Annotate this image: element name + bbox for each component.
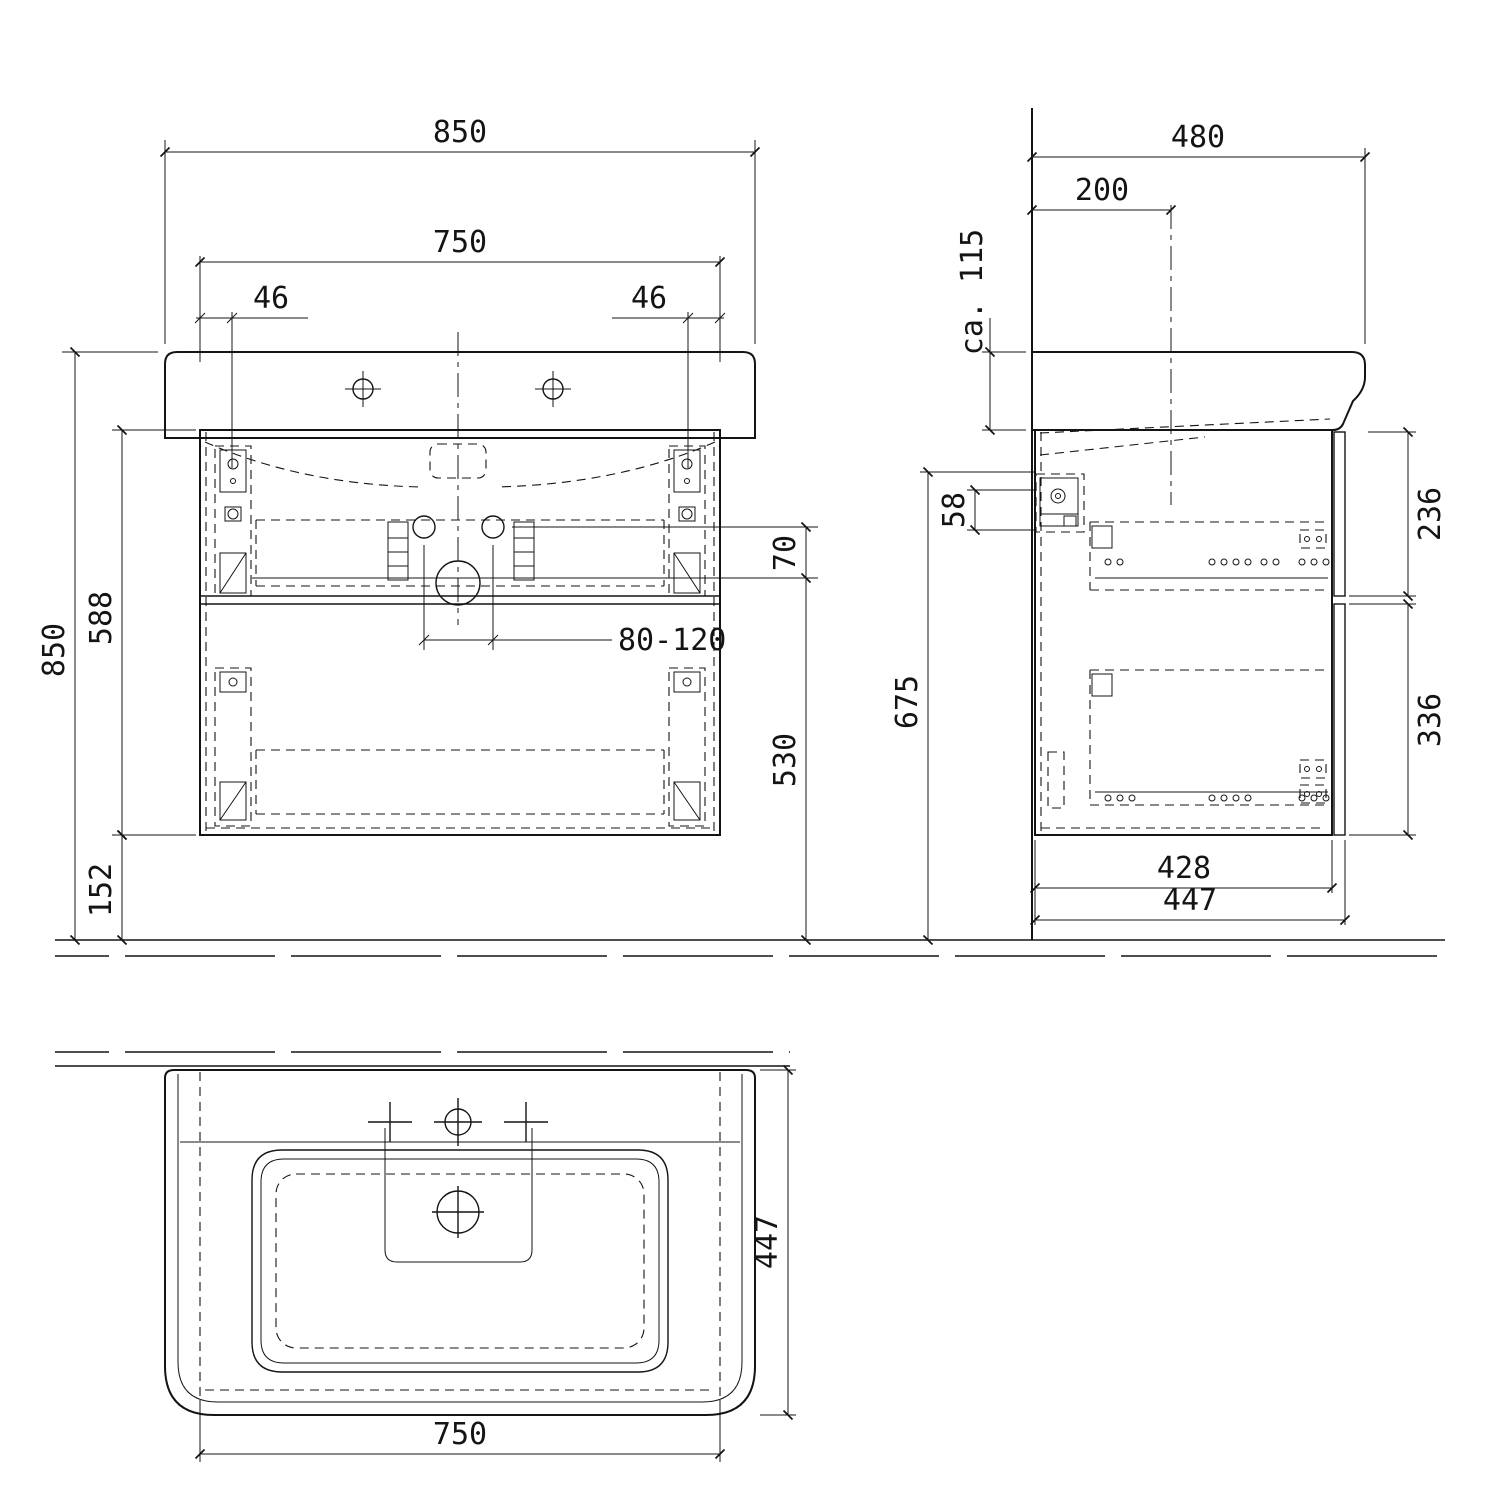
floor-wall-sections: [55, 939, 1445, 1067]
slide-holes-lower: [1104, 794, 1330, 802]
dimensions-side: 480 200 ca. 115 675 58 236 336 428 447: [890, 120, 1448, 946]
fixing-area: [384, 1128, 533, 1263]
dim-fixing-range: 80-120: [618, 623, 726, 658]
dim-drain-offset: 70: [768, 535, 803, 571]
bowl-outline: [251, 1149, 669, 1373]
dim-tap-distance: 200: [1075, 173, 1129, 208]
fixing-hole-right: [481, 515, 505, 539]
fixing-hole-left: [412, 515, 436, 539]
dim-top-width: 750: [433, 1417, 487, 1452]
dim-offset-left: 46: [253, 281, 289, 316]
dim-total-width: 850: [433, 115, 487, 150]
dim-body-depth: 428: [1157, 851, 1211, 886]
dim-top-depth: 447: [750, 1215, 785, 1269]
dimensions-front: 850 750 46 46 850 588 152 70 530: [37, 115, 818, 946]
dim-basin-width: 750: [433, 225, 487, 260]
mounting-brackets-front: [214, 445, 706, 827]
tap-hole-marks: [368, 1098, 548, 1146]
dim-bracket: 58: [937, 492, 972, 528]
cabinet-side: [1034, 429, 1346, 836]
tap-hole-right: [535, 371, 571, 407]
dim-underside-height: 675: [890, 675, 925, 729]
dim-lower-drawer: 336: [1413, 693, 1448, 747]
side-view: 480 200 ca. 115 675 58 236 336 428 447: [890, 108, 1448, 946]
dim-cabinet-depth: 447: [1163, 883, 1217, 918]
tap-hole-left: [345, 371, 381, 407]
dim-cabinet-height: 588: [84, 591, 119, 645]
drain-mark: [432, 1186, 484, 1238]
slide-holes-upper: [1104, 558, 1330, 566]
basin-outline-top: [164, 1069, 756, 1416]
dim-basin-front-height: ca. 115: [955, 229, 990, 355]
top-view: 447 750: [164, 1064, 796, 1462]
front-view: 850 750 46 46 850 588 152 70 530: [37, 115, 818, 946]
drain-hole-front: [435, 560, 481, 606]
dim-total-depth: 480: [1171, 120, 1225, 155]
dim-total-height: 850: [37, 623, 72, 677]
dim-upper-drawer: 236: [1413, 487, 1448, 541]
dim-drain-height: 530: [768, 733, 803, 787]
washbasin-front: [164, 332, 756, 625]
cabinet-front: [199, 429, 818, 836]
dim-clearance: 152: [84, 863, 119, 917]
washbasin-side: [1032, 205, 1366, 505]
dimensions-top: 447 750: [194, 1064, 796, 1462]
wall-bracket-side: [1035, 473, 1085, 533]
dim-offset-right: 46: [631, 281, 667, 316]
